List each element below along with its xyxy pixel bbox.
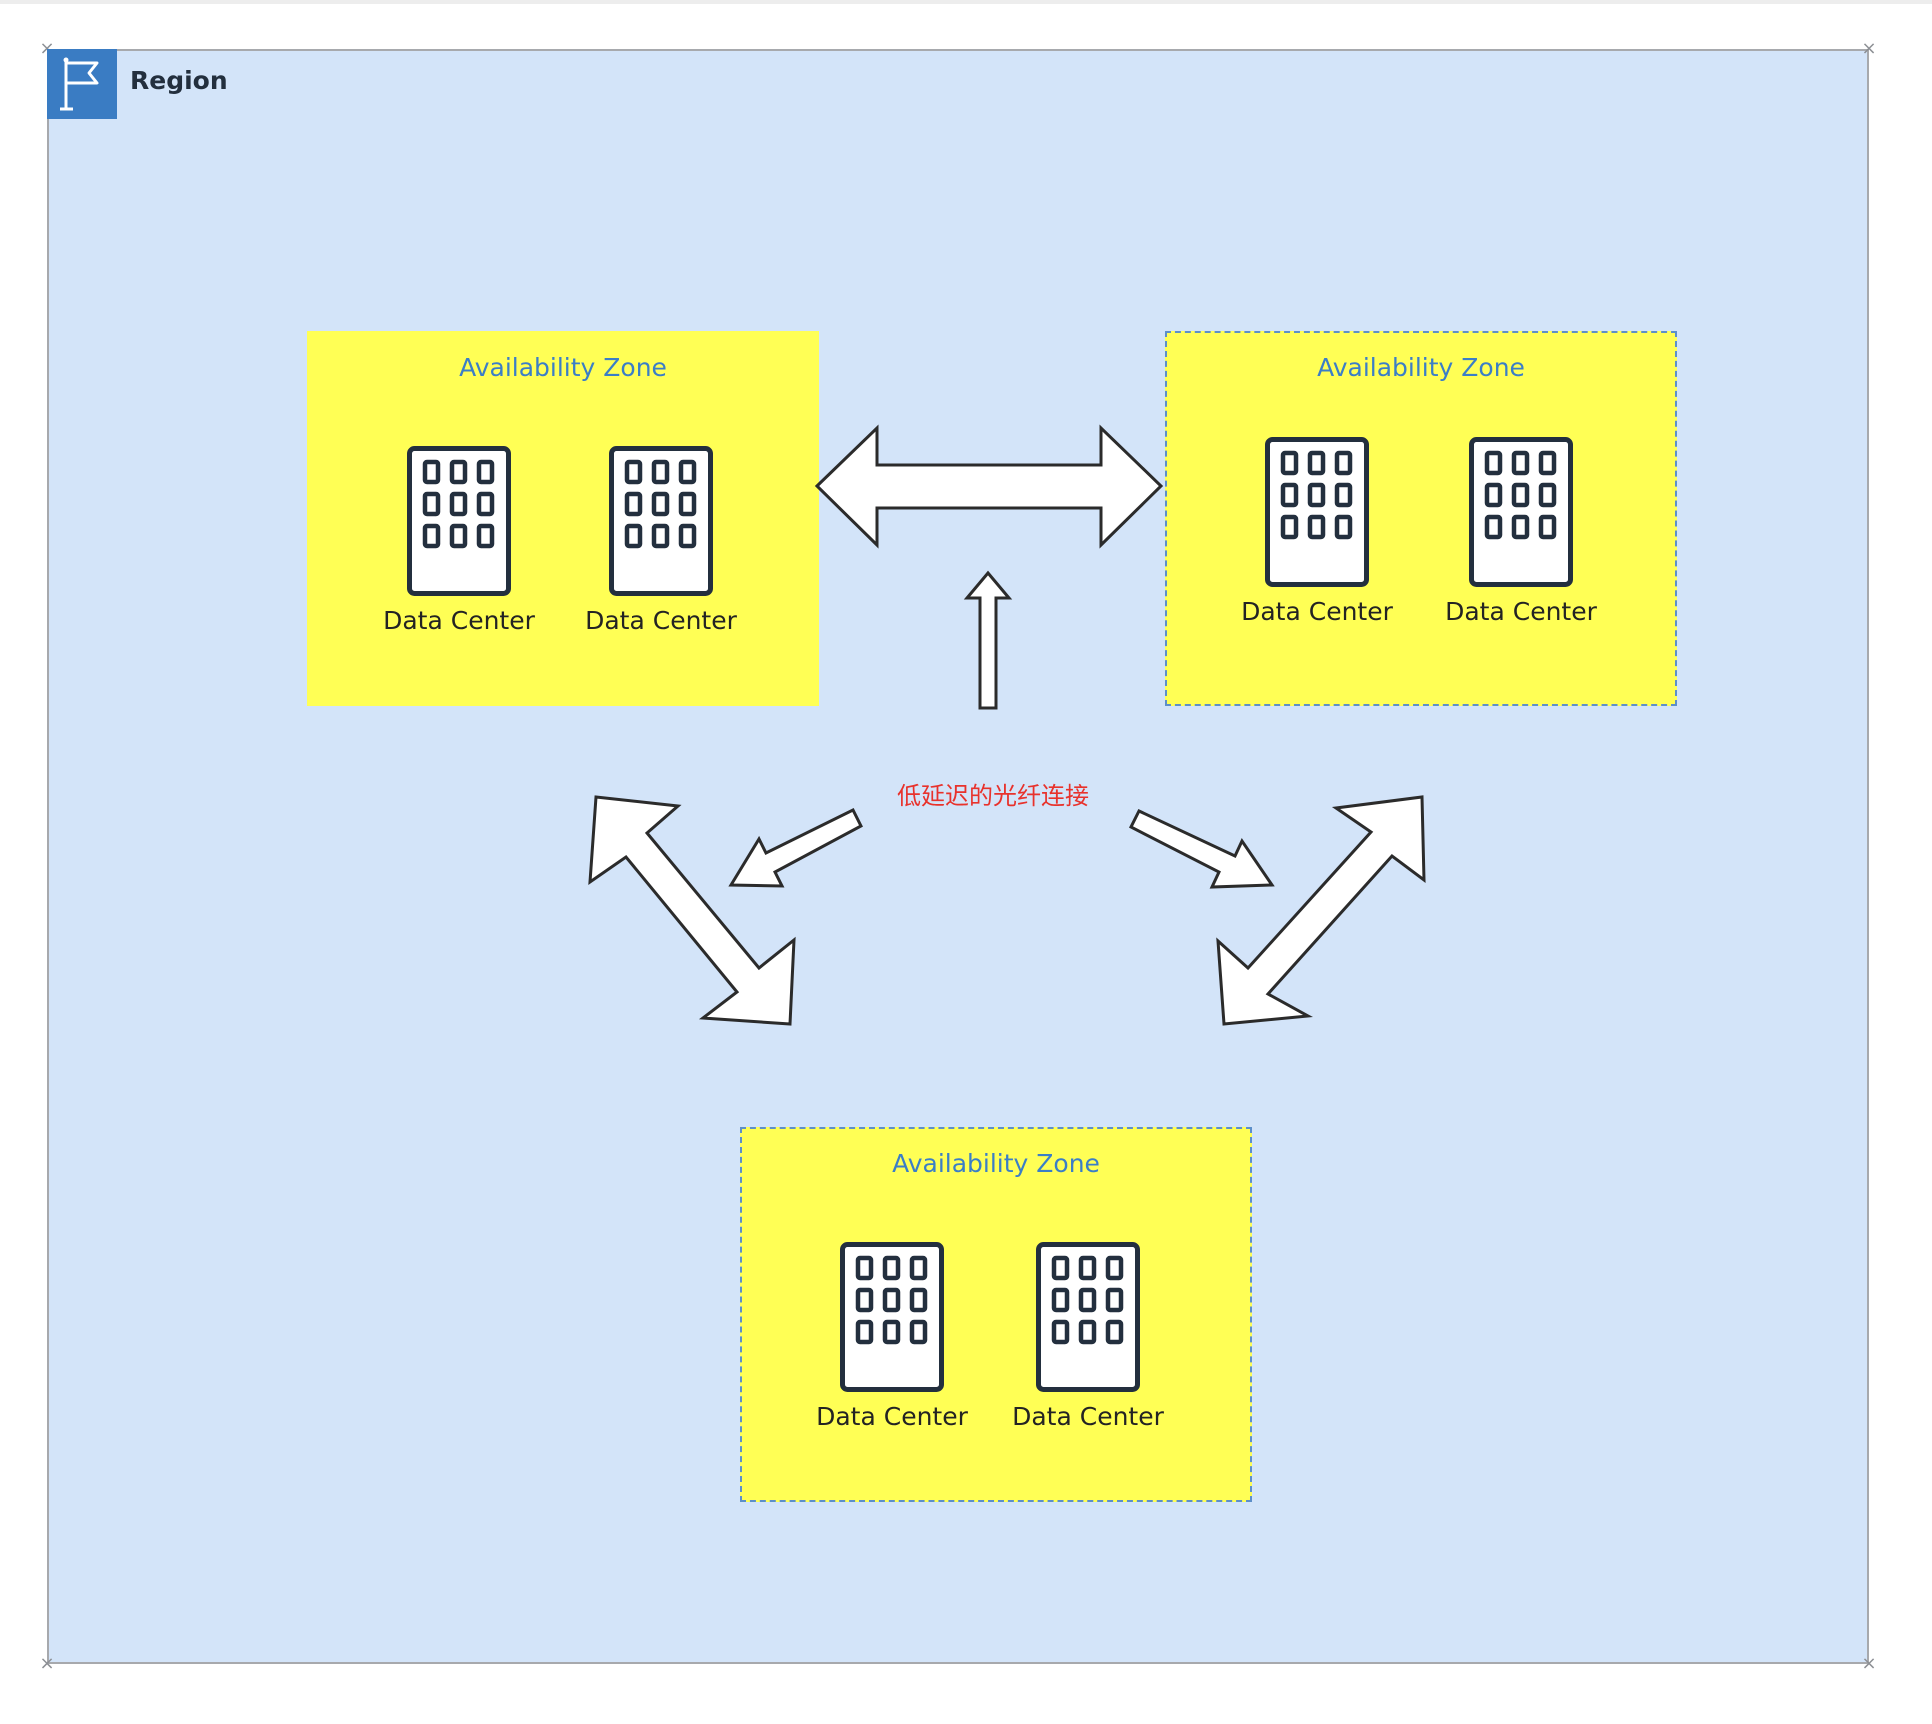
corner-handle-bottom-right[interactable]: × [1861,1653,1877,1674]
region-label: Region [130,66,228,95]
availability-zone-title: Availability Zone [892,1149,1100,1178]
availability-zone-top-right[interactable]: Availability Zone Data Center Data Cente… [1165,331,1677,706]
corner-handle-top-right[interactable]: × [1861,38,1877,59]
arrow-down-right[interactable] [1128,809,1275,889]
arrow-down-left[interactable] [728,807,863,888]
corner-handle-bottom-left[interactable]: × [39,1653,55,1674]
building-icon [1265,437,1369,587]
building-icon [1036,1242,1140,1392]
availability-zone-title: Availability Zone [459,353,667,382]
double-arrow-horizontal[interactable] [814,424,1164,549]
connection-note: 低延迟的光纤连接 [897,782,1089,810]
data-center[interactable]: Data Center [1008,1242,1168,1442]
data-center-label: Data Center [585,606,737,635]
data-center-label: Data Center [816,1402,968,1431]
availability-zone-title: Availability Zone [1317,353,1525,382]
data-center[interactable]: Data Center [379,446,539,646]
data-center-label: Data Center [1445,597,1597,626]
building-icon [840,1242,944,1392]
double-arrow-diagonal-left[interactable] [588,795,796,1026]
top-strip [0,0,1932,4]
data-center[interactable]: Data Center [1237,437,1397,637]
data-center[interactable]: Data Center [812,1242,972,1442]
building-icon [609,446,713,596]
data-center-label: Data Center [1241,597,1393,626]
availability-zone-bottom[interactable]: Availability Zone Data Center Data Cente… [740,1127,1252,1502]
double-arrow-diagonal-right[interactable] [1216,795,1426,1026]
data-center-label: Data Center [1012,1402,1164,1431]
flag-icon [47,49,117,119]
building-icon [1469,437,1573,587]
arrow-up[interactable] [963,570,1013,710]
data-center[interactable]: Data Center [581,446,741,646]
availability-zone-top-left[interactable]: Availability Zone Data Center Data Cente… [307,331,819,706]
data-center[interactable]: Data Center [1441,437,1601,637]
building-icon [407,446,511,596]
data-center-label: Data Center [383,606,535,635]
